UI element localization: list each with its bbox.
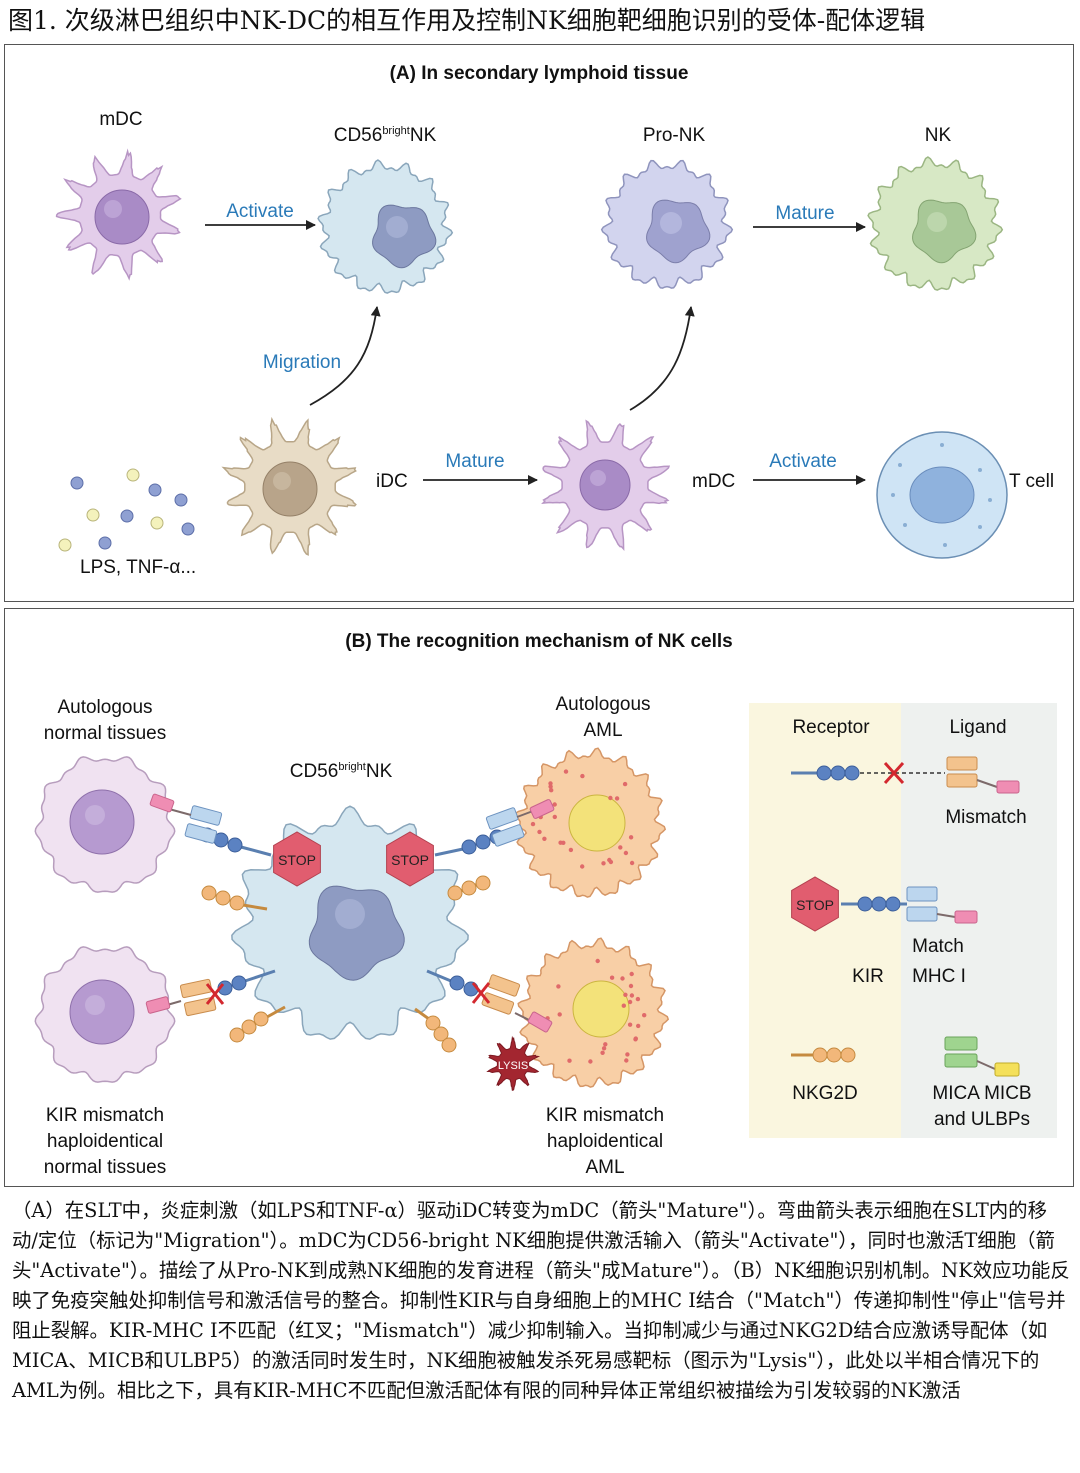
mdc-bottom-cell [541,419,671,552]
t-cell [876,431,1008,559]
legend-mica-label-2: and ULBPs [934,1109,1030,1130]
lysis-label: LYSIS [498,1060,528,1072]
legend-match-label: Match [912,936,964,957]
arrow-migration-right [629,306,695,411]
legend-mhc-label: MHC I [912,966,966,987]
panel-a: (A) In secondary lymphoid tissue mDC Act… [4,44,1074,602]
legend-box [749,703,1057,1138]
arrow-migration-left [309,306,381,406]
mdc-top-cell [55,148,182,281]
legend-receptor: Receptor [792,717,870,738]
kir-mismatch-normal-cell [34,946,176,1083]
label-central-cd56-bright-nk: CD56brightNK [290,761,393,782]
kir-receptor-top-right [434,799,555,857]
label-pro-nk: Pro-NK [643,125,706,146]
kir-receptor-bottom-right-mismatch [426,969,553,1033]
legend-mica-label-1: MICA MICB [932,1083,1031,1104]
label-kir-aml-3: AML [585,1157,624,1178]
label-mdc-top: mDC [99,109,142,130]
stimuli-particles [58,468,195,552]
label-kir-normal-2: haploidentical [47,1131,163,1152]
panel-b-diagram: (B) The recognition mechanism of NK cell… [34,631,1057,1178]
label-auto-aml-1: Autologous [555,694,650,715]
stop-label-2: STOP [391,852,429,868]
label-kir-aml-2: haploidentical [547,1131,663,1152]
label-idc: iDC [376,471,408,492]
legend-stop-label: STOP [796,897,834,913]
cd56-bright-nk-cell [317,159,454,294]
legend-mismatch-symbol [791,756,1020,794]
panel-b: (B) The recognition mechanism of NK cell… [4,608,1074,1187]
label-stimuli: LPS, TNF-α... [80,557,196,578]
figure-caption: （A）在SLT中，炎症刺激（如LPS和TNF-α）驱动iDC转变为mDC（箭头"… [12,1199,1070,1402]
panel-a-diagram: (A) In secondary lymphoid tissue mDC Act… [55,63,1054,578]
figure-title: 图1. 次级淋巴组织中NK-DC的相互作用及控制NK细胞靶细胞识别的受体-配体逻… [8,6,926,35]
legend-ligand: Ligand [949,717,1006,738]
label-activate-bottom: Activate [769,451,837,472]
stop-label-1: STOP [278,852,316,868]
label-auto-normal-1: Autologous [57,697,152,718]
panel-b-title: (B) The recognition mechanism of NK cell… [345,631,732,652]
legend-nkg2d-symbol [791,1047,856,1063]
legend-mica-symbol [944,1036,1020,1077]
idc-cell [221,416,357,556]
legend-kir-label: KIR [852,966,884,987]
legend-mismatch-label: Mismatch [945,807,1026,828]
label-kir-aml-1: KIR mismatch [546,1105,664,1126]
label-mdc-bottom: mDC [692,471,735,492]
nkg2d-receptors [201,875,491,1053]
kir-mismatch-aml-cell [517,937,670,1088]
label-cd56-bright-nk: CD56brightNK [334,125,437,146]
legend-nkg2d-label: NKG2D [792,1083,857,1104]
label-mature-bottom: Mature [445,451,504,472]
central-cd56-bright-nk-cell [231,805,469,1040]
autologous-aml-cell [514,747,667,898]
label-activate-top: Activate [226,201,294,222]
label-kir-normal-3: normal tissues [44,1157,167,1178]
pro-nk-cell [600,159,734,289]
kir-receptor-top-left [149,793,272,857]
panel-a-title: (A) In secondary lymphoid tissue [390,63,689,84]
label-mature-top: Mature [775,203,834,224]
lysis-burst [486,1035,541,1091]
label-auto-normal-2: normal tissues [44,723,167,744]
label-migration: Migration [263,352,341,373]
legend-match-symbol [791,876,978,932]
label-auto-aml-2: AML [583,720,622,741]
autologous-normal-cell [34,756,176,893]
nk-mature-cell [867,156,1004,291]
label-kir-normal-1: KIR mismatch [46,1105,164,1126]
label-t-cell: T cell [1009,471,1054,492]
label-nk: NK [925,125,952,146]
kir-receptor-bottom-left-mismatch [145,969,276,1017]
